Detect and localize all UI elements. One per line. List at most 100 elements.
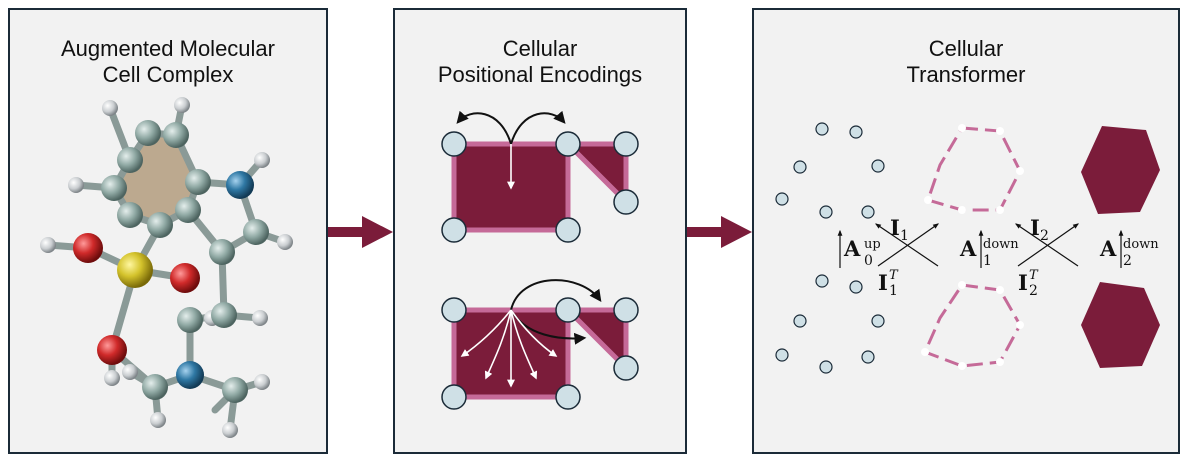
svg-text:T: T [1029,268,1039,283]
carbon-atom [142,374,168,400]
edge-tokens-bottom [922,283,1022,368]
svg-text:A: A [843,236,861,261]
hydrogen-atom [40,237,56,253]
node [613,297,639,323]
node [555,217,581,243]
label-i2: I 2 [1030,215,1049,244]
svg-text:1: 1 [983,253,992,269]
label-i1-transpose: I T 1 [878,268,899,299]
carbon-atom [209,239,235,265]
carbon-atom [117,202,143,228]
nitrogen-atom [176,361,204,389]
node [555,131,581,157]
carbon-atom [117,147,143,173]
transformer-panel: Cellular Transformer [752,8,1180,454]
flow-arrow-2 [687,216,752,248]
node [555,297,581,323]
flow-arrows [328,216,752,248]
encoding-diagram-top [441,110,639,243]
transformer-panel-title: Cellular Transformer [906,36,1026,87]
carbon-atom [163,122,189,148]
svg-text:1: 1 [889,283,898,299]
node-token [793,160,807,174]
triangle-cell [561,307,629,375]
adjacency-arrows [837,229,1124,268]
edge-token-ends-bottom [921,281,1024,370]
incidence-crossing-arrows [875,223,1079,267]
edge-tokens-top [926,126,1022,212]
node-tokens-top [775,122,885,219]
hydrogen-atom [254,374,270,390]
carbon-atom [101,175,127,201]
node [613,189,639,215]
face-token-top [1081,126,1160,214]
svg-text:down: down [983,237,1019,252]
svg-text:I: I [890,215,900,240]
svg-text:up: up [864,237,881,252]
node-token [849,125,863,139]
hydrogen-atom [102,100,118,116]
node [613,131,639,157]
flow-arrow-1 [328,216,393,248]
label-i2-transpose: I T 2 [1018,268,1039,299]
hydrogen-atom [174,97,190,113]
svg-text:I: I [1030,215,1040,240]
hydrogen-atom [104,370,120,386]
carbon-atom [177,307,203,333]
svg-text:2: 2 [1123,253,1132,269]
svg-text:A: A [959,236,977,261]
node-token [849,280,863,294]
node [441,297,467,323]
svg-text:1: 1 [900,228,909,244]
node-token [819,360,833,374]
node-token [815,274,829,288]
hydrogen-atom [150,412,166,428]
label-i1: I 1 [890,215,909,244]
node [441,384,467,410]
encoding-diagram-bottom [441,279,639,410]
carbon-atom [222,377,248,403]
carbon-atom [243,219,269,245]
hydrogen-atom [222,422,238,438]
svg-text:down: down [1123,237,1159,252]
node [555,384,581,410]
oxygen-atom [97,335,127,365]
node [441,131,467,157]
svg-text:0: 0 [864,253,873,269]
svg-text:I: I [1018,270,1028,295]
hydrogen-atom [68,177,84,193]
carbon-atom [147,212,173,238]
carbon-atom [175,197,201,223]
hydrogen-atom [254,152,270,168]
positional-encodings-panel-title: Cellular Positional Encodings [437,36,643,87]
carbon-atom [185,169,211,195]
nitrogen-atom [226,171,254,199]
edge-token-ends-top [924,124,1024,214]
face-token-bottom [1081,282,1160,368]
node-token [775,192,789,206]
node-token [793,314,807,328]
carbon-atom [211,302,237,328]
node-token [861,350,875,364]
hydrogen-atom [122,364,138,380]
triangle-cell [561,141,629,209]
label-a0-up: A up 0 [843,236,881,269]
node-token [861,205,875,219]
hydrogen-atom [277,234,293,250]
white-spread-arrows [460,309,558,388]
node [613,355,639,381]
curved-arrow-right [510,110,566,145]
svg-text:A: A [1099,236,1117,261]
molecule-panel-title: Augmented Molecular Cell Complex [60,36,275,87]
label-a2-down: A down 2 [1099,236,1159,269]
node-token [871,159,885,173]
node-token [871,314,885,328]
oxygen-atom [73,233,103,263]
svg-text:I: I [878,270,888,295]
label-a1-down: A down 1 [959,236,1019,269]
svg-text:2: 2 [1029,283,1038,299]
hydrogen-atom [252,310,268,326]
oxygen-atom [170,263,200,293]
svg-text:2: 2 [1040,228,1049,244]
